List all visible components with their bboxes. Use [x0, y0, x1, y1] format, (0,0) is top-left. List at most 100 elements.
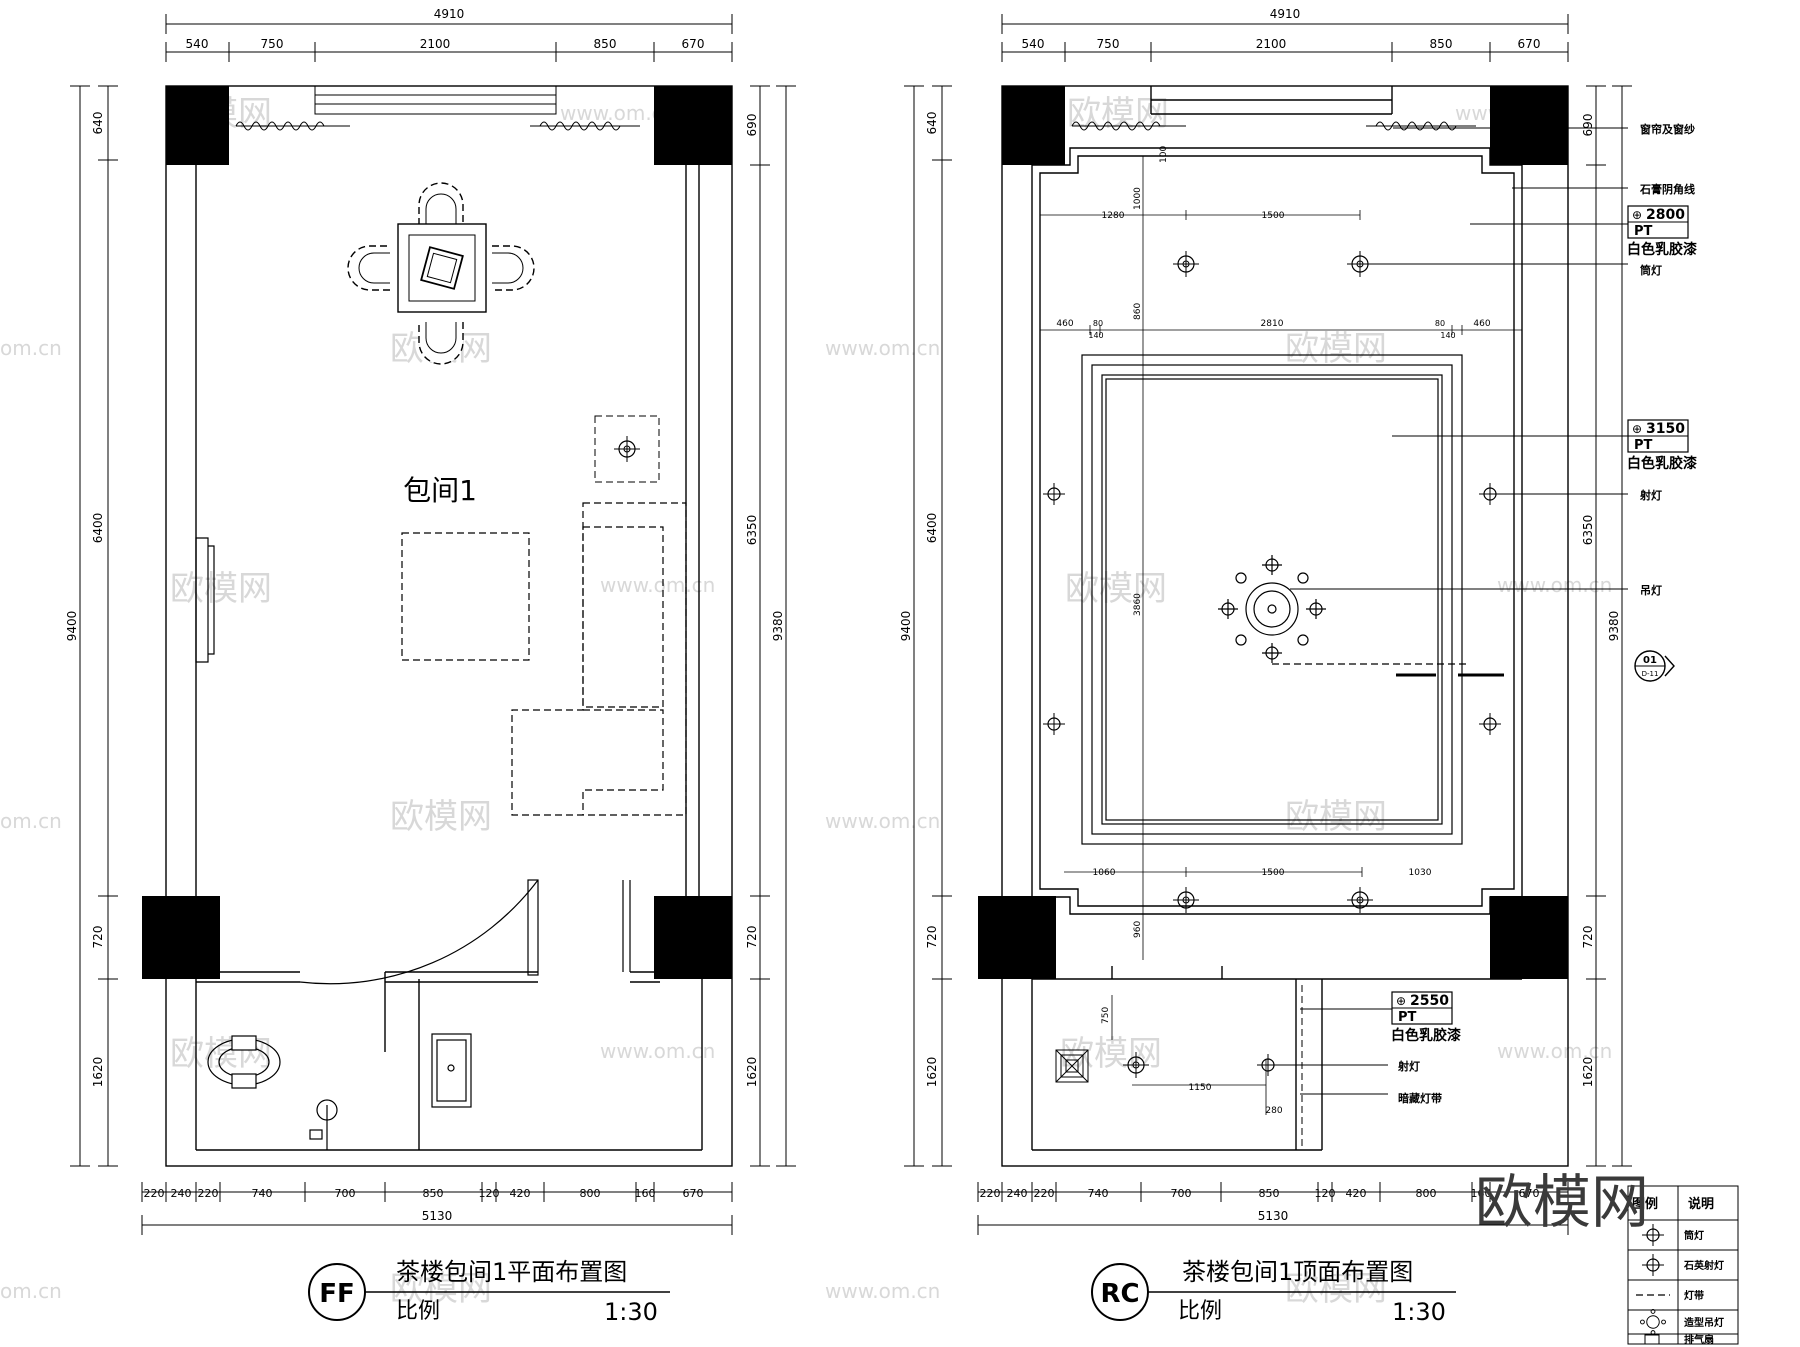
ceiling-badge: RC	[1100, 1279, 1139, 1309]
downlight-icon	[1172, 250, 1200, 278]
height-tag-finish: 白色乳胶漆	[1627, 455, 1697, 472]
watermark-layer: 欧模网 www.om.cn 欧模网 欧模网 www.om.cn 欧模网 欧模网 …	[0, 94, 1612, 1309]
ceiling-left-dimensions	[904, 85, 952, 1167]
ceiling-dim-right: 1620	[1581, 1057, 1595, 1088]
ceiling-dim-inner: 460	[1056, 319, 1073, 329]
exhaust-fan-icon	[1644, 1334, 1660, 1345]
plan-dim-left: 720	[91, 926, 105, 949]
ceiling-dim-right: 690	[1581, 114, 1595, 137]
callout-label: 射灯	[1639, 488, 1662, 502]
plan-scale-value: 1:30	[604, 1298, 658, 1326]
plan-dim-right: 690	[745, 114, 759, 137]
plan-dim-bottom: 160	[635, 1187, 656, 1200]
ceiling-dim-left: 640	[925, 112, 939, 135]
watermark-brand: 欧模网	[390, 1269, 492, 1309]
plan-dim-right-total: 9380	[771, 611, 785, 642]
ceiling-dim-inner: 1030	[1409, 868, 1432, 878]
watermark-brand: 欧模网	[1285, 1269, 1387, 1309]
ceiling-dim-bottom: 850	[1259, 1187, 1280, 1200]
ceiling-dim-bottom: 670	[1519, 1187, 1540, 1200]
ceiling-dim-top: 540	[1022, 37, 1045, 51]
watermark-site: www.om.cn	[825, 336, 940, 360]
plan-dim-bottom: 120	[479, 1187, 500, 1200]
ceiling-walls	[1001, 85, 1569, 1167]
watermark-brand: 欧模网	[1285, 329, 1387, 369]
ceiling-dim-inner: 3860	[1133, 593, 1143, 616]
ceiling-dim-top: 750	[1097, 37, 1120, 51]
callout-label: 石膏阴角线	[1639, 182, 1695, 196]
height-tag-value: 2550	[1410, 993, 1449, 1009]
height-tag-code: PT	[1634, 438, 1653, 453]
ceiling-tray	[1081, 354, 1504, 845]
ceiling-dim-bottom: 700	[1171, 1187, 1192, 1200]
watermark-brand: 欧模网	[1065, 569, 1167, 609]
legend-item: 石英射灯	[1683, 1259, 1724, 1272]
ceiling-dim-top: 2100	[1256, 37, 1287, 51]
ceiling-bottom-dimensions	[977, 1182, 1569, 1235]
plan-right-dimensions	[750, 85, 796, 1167]
ceiling-dim-bottom: 420	[1346, 1187, 1367, 1200]
legend-header: 图例	[1632, 1196, 1658, 1212]
callout-leaders	[1272, 127, 1636, 1095]
ceiling-dim-inner: 1500	[1262, 211, 1285, 221]
legend-table: 图例 说明 筒灯 石英射灯 灯带 造型吊灯 排气扇	[1627, 1185, 1739, 1346]
floor-plan: 4910 540 750 2100 850 670 9400 640 6400 …	[65, 7, 796, 1326]
ceiling-dim-inner: 1000	[1133, 187, 1143, 210]
ceiling-right-dimensions	[1586, 85, 1632, 1167]
ceiling-scale-label: 比例	[1178, 1299, 1222, 1324]
downlight-icon	[1172, 886, 1200, 914]
ceiling-dim-left-total: 9400	[899, 611, 913, 642]
ceiling-dim-right: 720	[1581, 926, 1595, 949]
watermark-site: www.om.cn	[1497, 573, 1612, 597]
spotlight-icon	[1042, 712, 1066, 736]
plan-top-dimensions	[165, 14, 733, 62]
plan-dim-left: 1620	[91, 1057, 105, 1088]
ceiling-dim-top: 670	[1518, 37, 1541, 51]
spotlight-icon	[1641, 1253, 1665, 1277]
ceiling-dim-bottom: 220	[980, 1187, 1001, 1200]
ceiling-dim-inner: 140	[1088, 331, 1103, 340]
plan-window	[235, 85, 640, 131]
plan-dim-bottom: 800	[580, 1187, 601, 1200]
plan-dim-top: 2100	[420, 37, 451, 51]
ceiling-dim-inner: 2810	[1261, 319, 1284, 329]
height-tag-symbol: ⊕	[1632, 208, 1642, 222]
column	[1490, 896, 1568, 979]
ceiling-dim-inner: 140	[1440, 331, 1455, 340]
ceiling-dim-inner: 80	[1435, 319, 1445, 328]
plan-dim-bottom: 740	[252, 1187, 273, 1200]
watermark-site-short: om.cn	[0, 809, 62, 833]
plan-dim-right: 6350	[745, 515, 759, 546]
legend-item: 排气扇	[1684, 1333, 1714, 1346]
height-tag: ⊕ 2550 PT 白色乳胶漆	[1391, 991, 1461, 1044]
height-tag-value: 3150	[1646, 421, 1685, 437]
height-tag-code: PT	[1398, 1010, 1417, 1025]
height-tag-finish: 白色乳胶漆	[1627, 241, 1697, 258]
ceiling-internal-dimensions	[1040, 156, 1522, 1115]
callout-label: 吊灯	[1640, 583, 1662, 597]
plan-scale-label: 比例	[396, 1299, 440, 1324]
plan-dim-top: 750	[261, 37, 284, 51]
chandelier-icon	[1218, 555, 1326, 663]
height-tag-symbol: ⊕	[1632, 422, 1642, 436]
legend-item: 灯带	[1684, 1289, 1704, 1302]
watermark-site-short: om.cn	[0, 336, 62, 360]
ceiling-dim-inner: 1500	[1262, 868, 1285, 878]
plan-title: 茶楼包间1平面布置图	[396, 1258, 627, 1286]
ceiling-dim-inner: 750	[1101, 1007, 1111, 1024]
watermark-site: www.om.cn	[825, 809, 940, 833]
watermark-brand: 欧模网	[390, 797, 492, 837]
brand-logo: 欧模网	[1475, 1168, 1649, 1236]
column	[654, 896, 732, 979]
plan-dim-left: 640	[91, 112, 105, 135]
plan-dim-right: 1620	[745, 1057, 759, 1088]
downlight-icon	[1346, 886, 1374, 914]
height-tag: ⊕ 2800 PT 白色乳胶漆	[1627, 205, 1697, 258]
coffee-table	[401, 532, 530, 661]
column	[166, 86, 229, 165]
plan-dim-bottom: 700	[335, 1187, 356, 1200]
callout-label: 射灯	[1397, 1059, 1420, 1073]
spotlight-icon	[1042, 482, 1066, 506]
plan-dim-top: 850	[594, 37, 617, 51]
